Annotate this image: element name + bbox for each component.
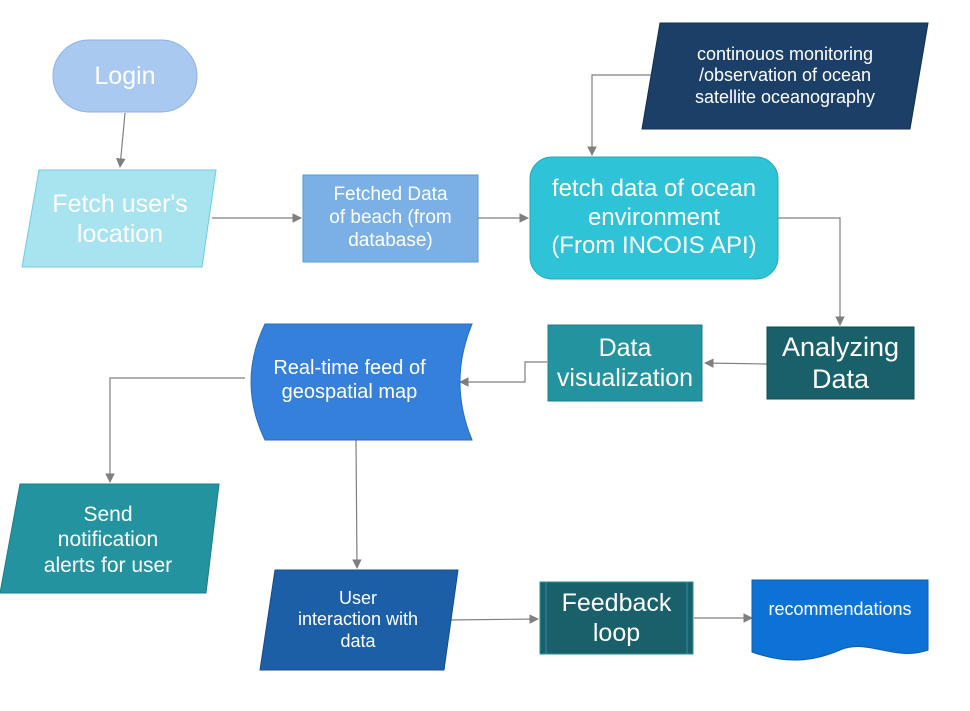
recommendations-label: recommendations (768, 599, 912, 620)
connector-login-to-location (116, 112, 126, 168)
recommendations-document-shape (751, 579, 929, 661)
feedback-predefined-process-shape (539, 581, 694, 655)
continuous-monitoring-label: continouos monitoring /observation of oc… (694, 43, 876, 107)
interaction-parallelogram-shape (259, 569, 459, 671)
fetch-location-label: Fetch user's location (52, 189, 188, 248)
connector-ocean-to-analyzing (778, 217, 845, 326)
fetched-beach-process-shape (302, 174, 479, 263)
interaction-label: User interaction with data (297, 587, 419, 651)
continuous-monitoring-parallelogram-shape (641, 22, 929, 130)
feedback-label: Feedback loop (561, 589, 672, 647)
notification-parallelogram-shape (0, 483, 220, 594)
login-terminator-shape (52, 39, 198, 113)
connector-monitoring-to-ocean (587, 74, 655, 156)
notification-label: Send notification alerts for user (43, 503, 173, 577)
login-label: Login (94, 62, 156, 90)
fetch-location-parallelogram-shape (21, 169, 217, 268)
connector-visualization-to-feed (459, 361, 547, 387)
connector-feed-to-notification (105, 377, 245, 483)
fetch-ocean-rounded-shape (529, 156, 779, 280)
fetch-ocean-label: fetch data of ocean environment (From IN… (551, 174, 757, 260)
analyzing-process-shape (766, 326, 915, 400)
visualization-process-shape (547, 324, 703, 402)
connector-interaction-to-feedback (446, 614, 539, 624)
connector-feed-to-interaction (352, 439, 362, 569)
realtime-feed-stored-data-shape (250, 323, 473, 441)
realtime-feed-label: Real-time feed of geospatial map (273, 357, 426, 403)
fetched-beach-label: Fetched Data of beach (from database) (329, 184, 452, 251)
connectors (105, 74, 845, 624)
connector-analyzing-to-visualization (704, 358, 768, 368)
visualization-label: Data visualization (556, 334, 694, 392)
analyzing-label: Analyzing Data (781, 331, 900, 394)
